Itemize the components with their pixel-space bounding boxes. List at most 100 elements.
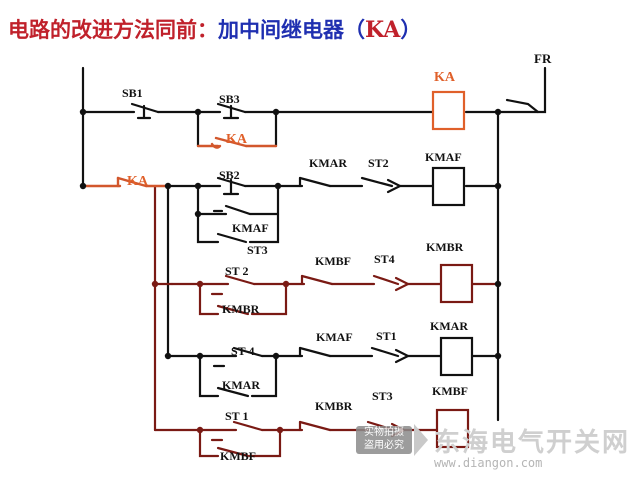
st1-r4-blade [370,346,400,358]
kmbf-r3-blade [300,274,334,286]
junctions-brown [151,280,290,434]
label-ka-self: KA [226,132,248,147]
kmar-coil [439,336,474,377]
watermark-badge: 实物拍摄 盗用必究 [356,426,412,454]
sb2-post [222,178,240,196]
label-kmar-coil: KMAR [430,319,468,333]
wiring-red [81,136,278,188]
watermark: 实物拍摄 盗用必究 东海电气开关网 www.diangon.com [356,420,638,478]
sb1-post [136,104,152,120]
watermark-badge-line1: 实物拍摄 [364,427,404,438]
kmbf-hold-blade [216,446,250,458]
sb3-bypass [196,110,278,148]
row3-hold-left [198,282,220,316]
label-kmbr-coil: KMBR [426,240,464,254]
junction [494,182,502,190]
st3-r2-contact [196,204,280,216]
label-kmbf-hold: KMBF [220,449,256,463]
label-kmbr-hold: KMBR [222,302,260,316]
watermark-url: www.diangon.com [434,456,543,470]
label-ka-contact: KA [127,174,149,189]
label-kmaf-hold: KMAF [232,221,269,235]
title-close: ） [400,18,422,42]
row4-hold-right [250,354,278,398]
kmar-hold-blade [216,386,250,398]
junctions [79,108,502,360]
kmaf-hold-blade [216,232,248,244]
label-st2-r3: ST 2 [225,264,248,278]
label-st1-r5: ST 1 [225,409,248,423]
title-ka: KA [365,17,401,43]
label-kmar-r2: KMAR [309,156,347,170]
label-st1-r4: ST1 [376,329,397,343]
junction [79,182,87,190]
page-title: 电路的改进方法同前：加中间继电器（KA） [8,14,421,44]
label-fr: FR [534,51,552,66]
junction [196,280,204,288]
label-kmbf-coil: KMBF [432,384,468,398]
kmbr-r5-blade [298,420,332,432]
fr-wire [496,66,547,114]
junction [194,182,202,190]
title-part-2: 加中间继电器（ [218,18,365,42]
kmar-r2-blade [298,176,332,188]
row4-hold-left [198,354,220,398]
row5-hold-left [198,428,220,458]
junction [164,352,172,360]
wiring-black [81,66,547,422]
junction [272,108,280,116]
row3-hold-right [250,282,288,316]
label-kmaf-coil: KMAF [425,150,462,164]
watermark-name: 东海电气开关网 [434,428,631,458]
junction [272,352,280,360]
label-kmar-hold: KMAR [222,378,260,392]
fr-contact [505,98,540,114]
kmbr-hold-blade [216,304,250,316]
junction [494,108,502,116]
junction [494,280,502,288]
ka-self-hook [210,142,222,149]
title-part-1: 电路的改进方法同前： [8,18,218,42]
label-sb2: SB2 [219,168,240,182]
row2-hold-left [196,184,220,244]
kmaf-r4-blade [298,346,332,358]
label-st2-r2: ST2 [368,156,389,170]
label-sb1: SB1 [122,86,143,100]
labels: FR SB1 SB3 KA KA KA SB2 KMAR ST2 KMAF KM… [122,51,552,463]
label-st3-r2: ST3 [247,243,268,257]
label-kmaf-r4: KMAF [316,330,353,344]
row5-hold-right [248,428,282,458]
ka-contact-blade [116,176,148,188]
junction [164,182,172,190]
label-kmbr-r5: KMBR [315,399,353,413]
junction [282,280,290,288]
label-st3-r5: ST3 [372,389,393,403]
junction [274,182,282,190]
watermark-arrow-icon [414,424,428,456]
label-st4-r3: ST4 [374,252,395,266]
watermark-badge-line2: 盗用必究 [364,440,404,451]
ka-coil [431,90,466,131]
label-st4-r4: ST 4 [231,344,254,358]
st2-r2-blade [360,176,394,188]
st2-r3-blade [224,274,256,286]
junction [194,210,202,218]
ka-self-blade [214,136,248,148]
st4-r3-blade [372,274,400,286]
label-sb3: SB3 [219,92,240,106]
label-ka-coil: KA [434,70,456,85]
kmbf-coil [435,408,470,449]
row2-hold-right [248,184,280,244]
sb3-post [222,104,240,120]
kmaf-coil [431,166,466,207]
wiring-brown [153,184,500,458]
junction [79,108,87,116]
kmbr-coil [439,263,474,304]
junction [196,352,204,360]
junction [196,426,204,434]
st1-r5-blade [232,420,264,432]
junction [494,352,502,360]
junction [151,280,159,288]
